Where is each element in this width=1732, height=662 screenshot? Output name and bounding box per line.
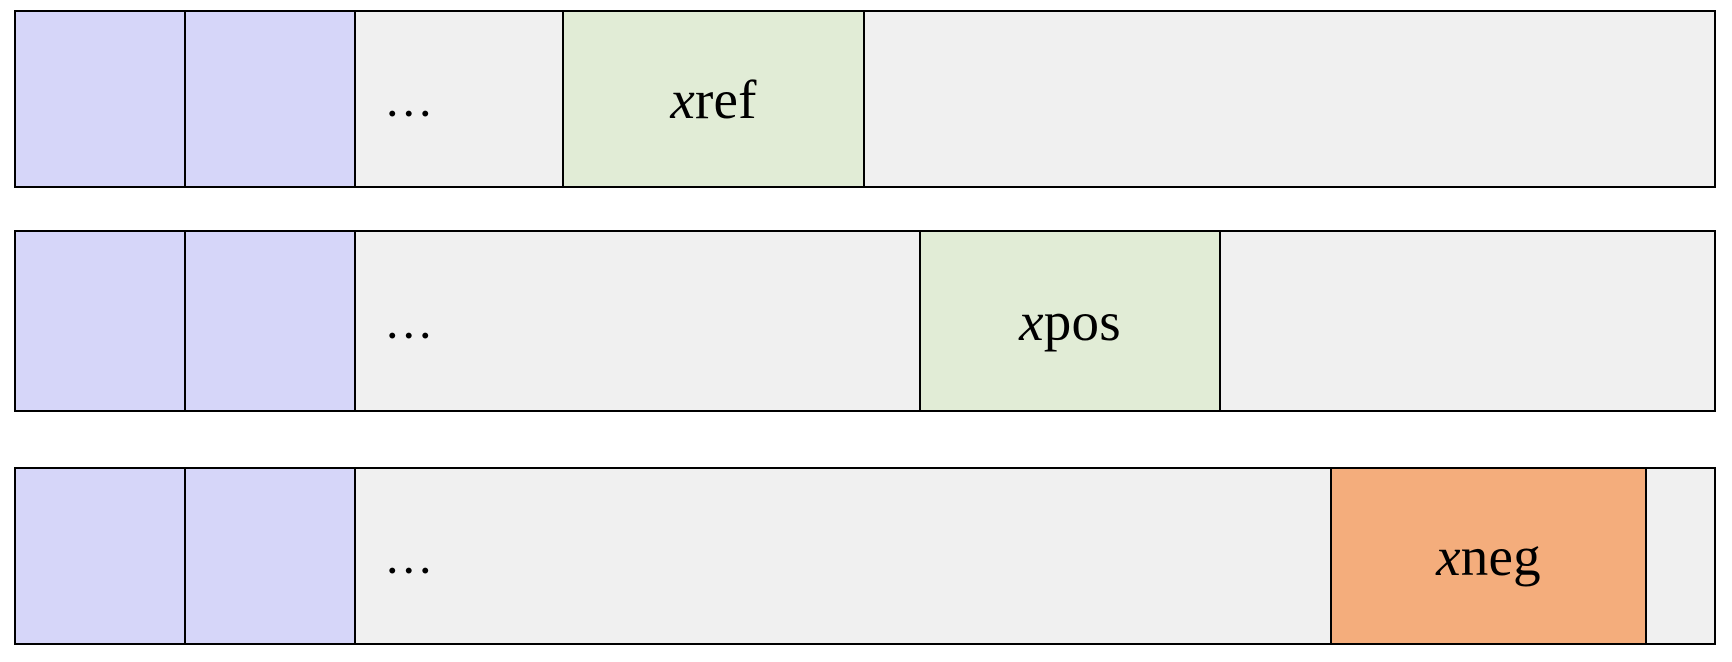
- ellipsis-span-ref: ...: [356, 12, 564, 186]
- prefix-token-2-ref: [186, 12, 356, 186]
- sequence-row-reference: ... xref: [14, 10, 1716, 188]
- variable-glyph-x-neg: x: [1436, 525, 1461, 587]
- ellipsis-span-pos: ...: [356, 232, 921, 410]
- sequence-row-positive: ... xpos: [14, 230, 1716, 412]
- highlight-label-xref: xref: [670, 72, 756, 127]
- tail-span-pos: [1221, 232, 1714, 410]
- sequence-row-negative: ... xneg: [14, 467, 1716, 645]
- subscript-text-pos: pos: [1043, 290, 1121, 352]
- highlight-cell-xpos: xpos: [921, 232, 1221, 410]
- ellipsis-text: ...: [386, 293, 436, 349]
- ellipsis-span-neg: ...: [356, 469, 1332, 643]
- prefix-token-1-pos: [16, 232, 186, 410]
- prefix-token-2-neg: [186, 469, 356, 643]
- highlight-label-xpos: xpos: [1019, 294, 1121, 349]
- tail-span-ref: [865, 12, 1714, 186]
- prefix-token-1-neg: [16, 469, 186, 643]
- highlight-cell-xneg: xneg: [1332, 469, 1647, 643]
- ellipsis-text: ...: [386, 528, 436, 584]
- ellipsis-text: ...: [386, 71, 436, 127]
- subscript-text-neg: neg: [1460, 525, 1541, 587]
- prefix-token-1-ref: [16, 12, 186, 186]
- prefix-token-2-pos: [186, 232, 356, 410]
- variable-glyph-x-ref: x: [670, 68, 695, 130]
- highlight-label-xneg: xneg: [1436, 529, 1541, 584]
- subscript-text-ref: ref: [694, 68, 757, 130]
- variable-glyph-x-pos: x: [1019, 290, 1044, 352]
- highlight-cell-xref: xref: [564, 12, 865, 186]
- tail-span-neg: [1647, 469, 1714, 643]
